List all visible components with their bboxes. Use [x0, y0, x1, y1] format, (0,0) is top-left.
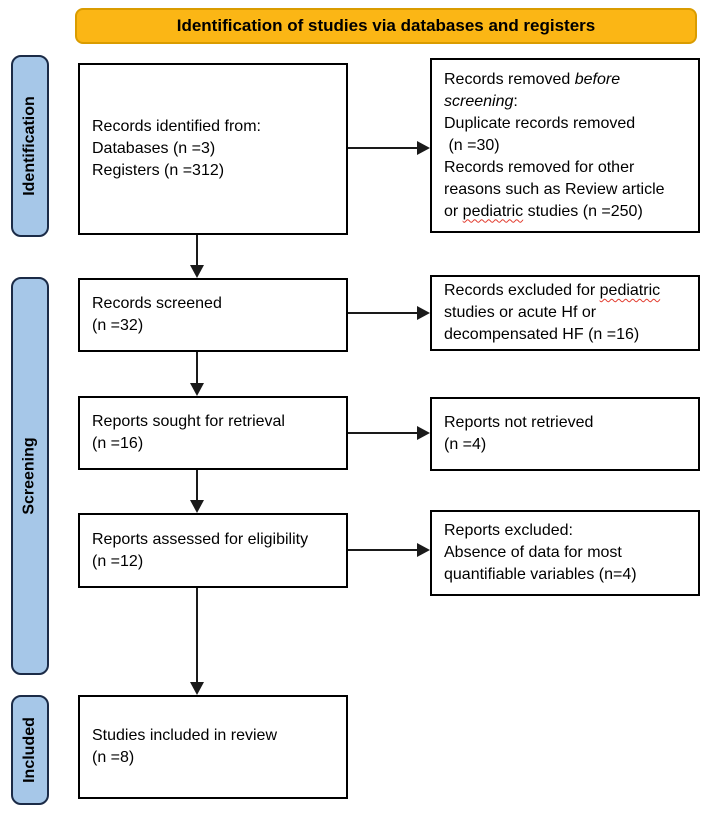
box-records-screened: Records screened (n =32) [78, 278, 348, 352]
box-reports-assessed: Reports assessed for eligibility (n =12) [78, 513, 348, 588]
box-line: decompensated HF (n =16) [444, 326, 640, 343]
box-line: Records removed for other [444, 158, 635, 176]
banner-title: Identification of studies via databases … [176, 16, 596, 35]
box-records-removed: Records removed before screening: Duplic… [430, 58, 700, 233]
arrow-sought-to-not-retrieved-icon [348, 426, 430, 440]
box-line: (n =30) [444, 136, 500, 154]
arrow-screened-to-excluded-icon [348, 306, 430, 320]
box-line: (n =8) [92, 749, 135, 766]
box-line: reasons such as Review article [444, 180, 665, 198]
misspelled-word: pediatric [462, 202, 524, 220]
box-line: (n =4) [444, 436, 487, 453]
arrow-assessed-to-included-icon [190, 588, 204, 695]
box-line: Databases (n =3) [92, 140, 216, 157]
box-reports-excluded: Reports excluded: Absence of data for mo… [430, 510, 700, 596]
arrow-sought-to-assessed-icon [190, 470, 204, 513]
arrow-identified-to-removed-icon [348, 141, 430, 155]
stage-identification-label: Identification [21, 96, 38, 196]
box-records-excluded: Records excluded for pediatric studies o… [430, 275, 700, 351]
box-line: (n =32) [92, 317, 144, 334]
arrow-assessed-to-excluded-icon [348, 543, 430, 557]
box-line: Records excluded for pediatric [444, 282, 661, 299]
box-line: Records removed before [444, 70, 621, 88]
box-line: quantifiable variables (n=4) [444, 566, 637, 583]
box-records-identified: Records identified from: Databases (n =3… [78, 63, 348, 235]
banner: Identification of studies via databases … [75, 8, 697, 44]
stage-included-label: Included [21, 717, 38, 783]
box-reports-not-retrieved: Reports not retrieved (n =4) [430, 397, 700, 471]
stage-identification: Identification [11, 55, 49, 237]
box-line: (n =16) [92, 435, 144, 452]
box-line: screening: [444, 92, 518, 110]
stage-screening: Screening [11, 277, 49, 675]
box-line: Registers (n =312) [92, 162, 225, 179]
box-line: Records identified from: [92, 118, 261, 135]
box-line: or pediatric studies (n =250) [444, 202, 643, 220]
box-line: Reports not retrieved [444, 414, 594, 431]
box-reports-sought: Reports sought for retrieval (n =16) [78, 396, 348, 470]
arrow-screened-to-sought-icon [190, 352, 204, 396]
box-studies-included: Studies included in review (n =8) [78, 695, 348, 799]
misspelled-word: pediatric [599, 282, 661, 299]
box-line: Reports excluded: [444, 522, 573, 539]
arrow-identified-to-screened-icon [190, 235, 204, 278]
box-line: Reports sought for retrieval [92, 413, 285, 430]
box-line: Duplicate records removed [444, 114, 636, 132]
box-line: Studies included in review [92, 727, 277, 744]
box-line: studies or acute Hf or [444, 304, 597, 321]
stage-screening-label: Screening [21, 437, 39, 515]
box-line: Records screened [92, 295, 222, 312]
box-line: (n =12) [92, 552, 144, 570]
box-line: Absence of data for most [444, 544, 622, 561]
stage-included: Included [11, 695, 49, 805]
box-line: Reports assessed for eligibility [92, 530, 309, 548]
